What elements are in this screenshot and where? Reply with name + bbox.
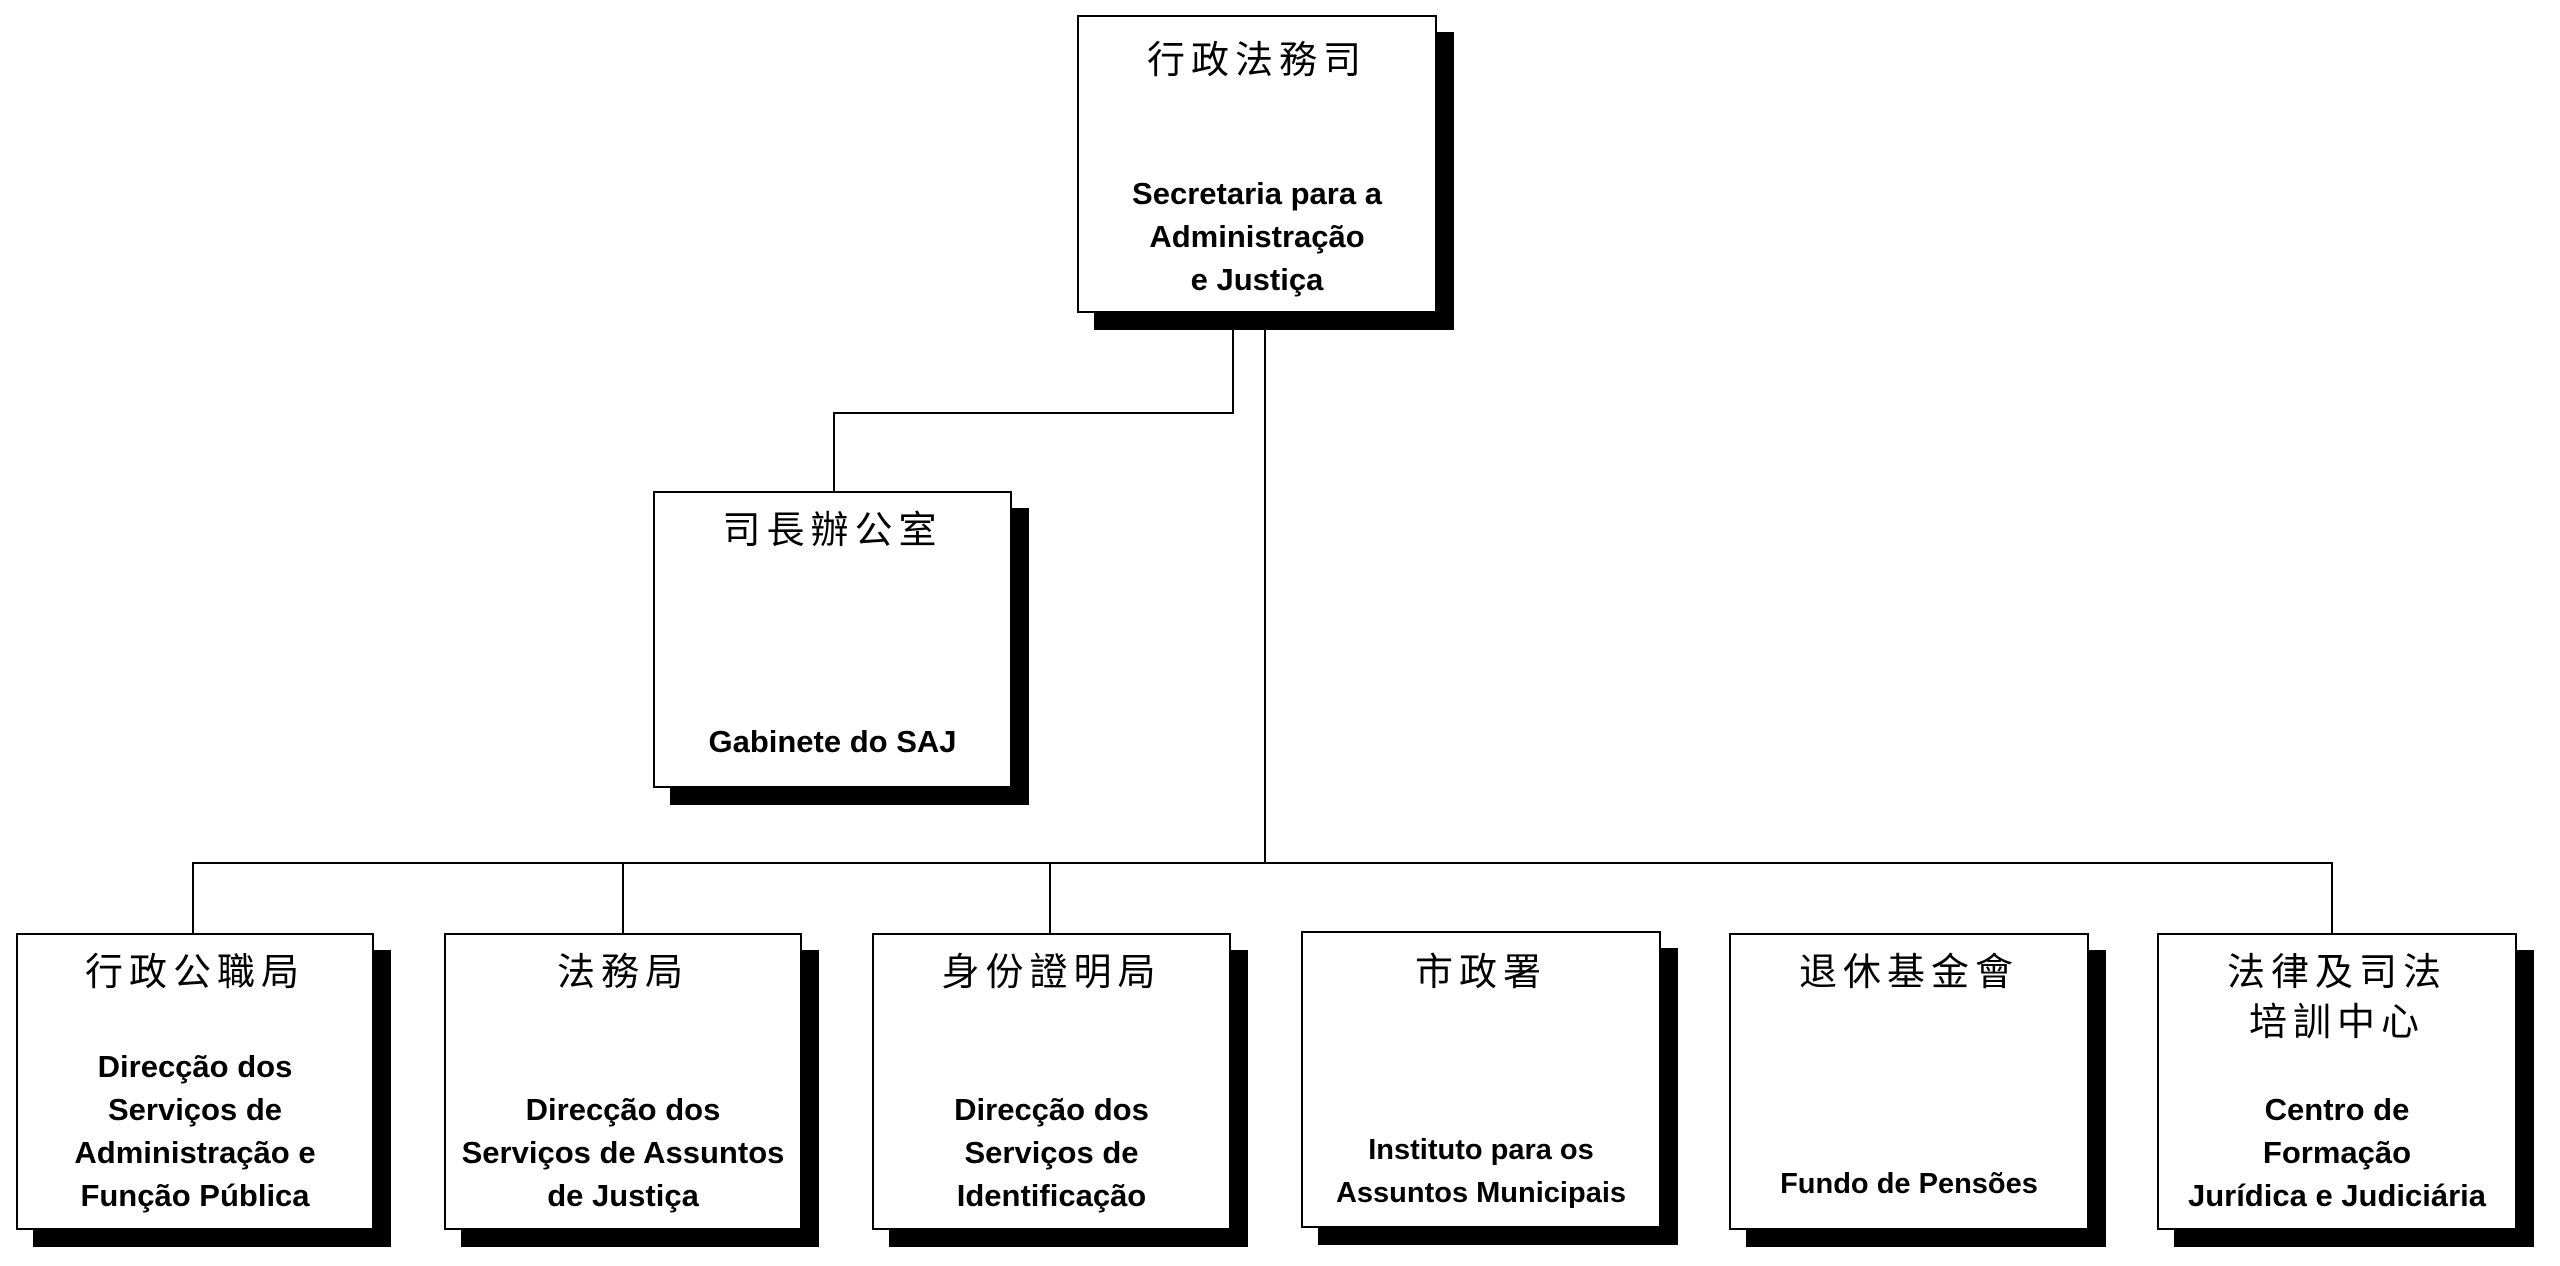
secretariat-chinese-name: 行政法務司 xyxy=(1146,38,1367,82)
connector-cabinet-drop xyxy=(833,412,835,492)
connector-main-trunk xyxy=(1264,313,1266,864)
cabinet-chinese-name: 司長辦公室 xyxy=(722,508,943,552)
secretariat-portuguese-name: Secretaria para a Administração e Justiç… xyxy=(1132,176,1382,297)
connector-dept-6 xyxy=(2331,862,2333,934)
dept-portuguese-name: Direcção dos Serviços de Assuntos de Jus… xyxy=(461,1092,785,1213)
org-box-cabinet[interactable]: 司長辦公室 Gabinete do SAJ xyxy=(653,491,1012,788)
dept-chinese-name: 行政公職局 xyxy=(84,950,305,994)
connector-dept-2 xyxy=(622,862,624,934)
connector-cabinet-horizontal xyxy=(833,412,1234,414)
org-box-dsaj[interactable]: 法務局 Direcção dos Serviços de Assuntos de… xyxy=(444,933,802,1230)
org-box-dsi[interactable]: 身份證明局 Direcção dos Serviços de Identific… xyxy=(872,933,1231,1230)
org-box-safp[interactable]: 行政公職局 Direcção dos Serviços de Administr… xyxy=(16,933,374,1230)
cabinet-portuguese-name: Gabinete do SAJ xyxy=(708,724,957,759)
dept-chinese-name: 身份證明局 xyxy=(941,950,1162,994)
connector-departments-bus xyxy=(192,862,2333,864)
dept-portuguese-name: Centro de Formação Jurídica e Judiciária xyxy=(2187,1092,2487,1213)
org-box-cfjj[interactable]: 法律及司法 培訓中心 Centro de Formação Jurídica e… xyxy=(2157,933,2517,1230)
dept-chinese-name: 市政署 xyxy=(1414,950,1547,994)
org-box-fp[interactable]: 退休基金會 Fundo de Pensões xyxy=(1729,933,2089,1230)
dept-chinese-name: 法務局 xyxy=(556,950,689,994)
org-box-iam[interactable]: 市政署 Instituto para os Assuntos Municipai… xyxy=(1301,931,1661,1228)
dept-portuguese-name: Instituto para os Assuntos Municipais xyxy=(1335,1134,1627,1209)
org-box-secretariat[interactable]: 行政法務司 Secretaria para a Administração e … xyxy=(1077,15,1437,313)
dept-chinese-name: 退休基金會 xyxy=(1798,950,2019,994)
connector-dept-3 xyxy=(1049,862,1051,934)
dept-portuguese-name: Fundo de Pensões xyxy=(1780,1168,2038,1200)
connector-top-to-cabinet-vertical xyxy=(1232,313,1234,414)
dept-portuguese-name: Direcção dos Serviços de Identificação xyxy=(954,1092,1149,1213)
connector-dept-1 xyxy=(192,862,194,934)
dept-portuguese-name: Direcção dos Serviços de Administração e… xyxy=(74,1049,316,1213)
dept-chinese-name: 法律及司法 培訓中心 xyxy=(2226,950,2447,1044)
